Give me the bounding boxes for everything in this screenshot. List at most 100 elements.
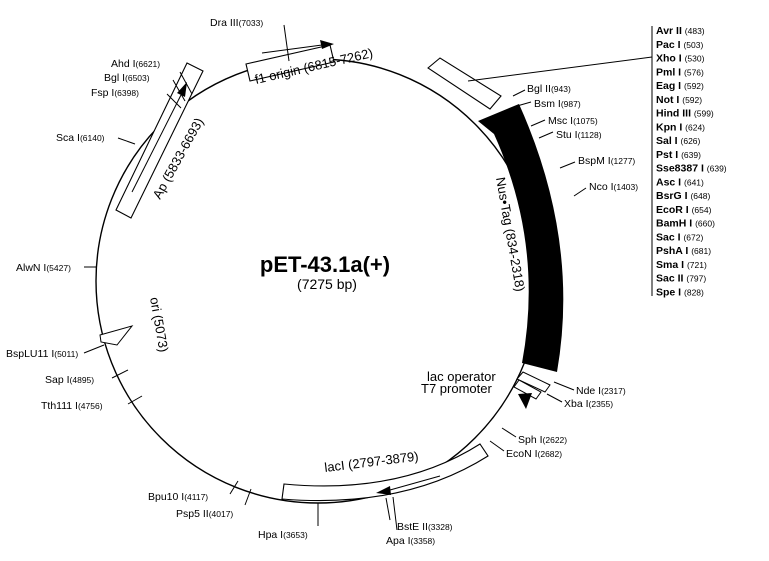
mcs-site-name: Pst I [656,149,681,161]
ap-arrow-line [131,94,182,193]
mcs-site-name: Pac I [656,39,683,51]
mcs-site-label: Pml I (576) [656,66,704,78]
mcs-site-name: Sma I [656,259,687,271]
site-label-tth111-i: Tth111 I(4756) [41,400,103,412]
nus-tag-arrow [478,104,564,372]
plasmid-name: pET-43.1a(+) [260,252,390,277]
mcs-site-name: Asc I [656,176,684,188]
laci-arrow-head [376,486,391,495]
site-label-psp5-ii: Psp5 II(4017) [176,508,233,520]
tick-nco-i [573,187,587,197]
mcs-site-position: (828) [684,287,704,297]
mcs-site-position: (503) [683,40,703,50]
mcs-site-name: PshA I [656,245,691,257]
ori-marker [99,325,134,346]
mcs-site-label: Pac I (503) [656,39,703,51]
site-label-bsplu11-i: BspLU11 I(5011) [6,348,78,360]
f1-arrow-head [320,40,334,49]
mcs-site-position: (592) [684,81,704,91]
mcs-site-label: Pst I (639) [656,149,701,161]
site-label-sph-i: Sph I(2622) [518,434,567,446]
mcs-site-name: EcoR I [656,204,692,216]
mcs-site-position: (530) [685,54,705,64]
site-label-bgl-ii: Bgl II(943) [527,83,571,95]
mcs-connector [467,56,653,82]
tick-bpu10-i [229,480,239,495]
mcs-box [427,57,502,110]
mcs-site-name: Sac I [656,231,683,243]
site-label-stu-i: Stu I(1128) [556,129,602,141]
tick-fsp-i [166,93,182,109]
f1-origin-box [245,44,335,82]
mcs-site-position: (624) [685,122,705,132]
mcs-site-position: (797) [686,274,706,284]
mcs-site-name: Hind III [656,108,694,120]
mcs-site-name: BamH I [656,218,695,230]
mcs-site-name: Avr II [656,25,685,37]
mcs-site-position: (599) [694,109,714,119]
mcs-site-position: (672) [683,232,703,242]
mcs-site-position: (592) [682,95,702,105]
mcs-site-name: BsrG I [656,190,690,202]
mcs-site-position: (641) [684,177,704,187]
tick-psp5-ii [244,488,252,506]
laci-box [281,443,489,502]
mcs-site-label: EcoR I (654) [656,204,712,216]
site-label-nde-i: Nde I(2317) [576,385,626,397]
tick-stu-i [538,131,554,139]
site-label-msc-i: Msc I(1075) [548,115,598,127]
mcs-site-position: (639) [707,164,727,174]
feature-label-ori: ori (5073) [147,296,171,353]
tick-bsplu11-i [83,344,105,354]
tick-econ-i [489,440,505,452]
f1-arrow-line [261,44,323,54]
mcs-site-label: Hind III (599) [656,108,714,120]
mcs-site-name: Not I [656,94,682,106]
lac-operator-box [516,371,551,393]
feature-label-lac-operator: lac operator [427,369,496,384]
tick-msc-i [530,119,546,127]
site-label-dra-iii: Dra III(7033) [210,17,263,29]
mcs-site-position: (639) [681,150,701,160]
site-label-xba-i: Xba I(2355) [564,398,613,410]
mcs-site-list: Avr II (483)Pac I (503)Xho I (530)Pml I … [656,25,727,298]
site-label-econ-i: EcoN I(2682) [506,448,562,460]
site-label-hpa-i: Hpa I(3653) [258,529,308,541]
mcs-site-name: Spe I [656,286,684,298]
tick-ahd-i [179,71,193,95]
mcs-site-label: Sac I (672) [656,231,703,243]
mcs-site-position: (576) [684,67,704,77]
mcs-site-position: (483) [685,26,705,36]
site-ticks [83,24,587,531]
tick-sca-i [117,137,136,145]
site-label-sca-i: Sca I(6140) [56,132,105,144]
site-label-bpu10-i: Bpu10 I(4117) [148,491,208,503]
mcs-site-name: Sac II [656,273,686,285]
mcs-site-label: Spe I (828) [656,286,704,298]
mcs-site-label: Sal I (626) [656,135,701,147]
tick-bste-ii [385,497,391,521]
site-label-bste-ii: BstE II(3328) [397,521,453,533]
mcs-site-name: Sal I [656,135,681,147]
site-label-bspm-i: BspM I(1277) [578,155,635,167]
mcs-site-label: PshA I (681) [656,245,711,257]
tick-apa-i [392,496,398,531]
t7-promoter-arrow [518,393,532,409]
mcs-site-position: (721) [687,260,707,270]
laci-arrow-line [389,475,441,491]
tick-bgl-i [172,79,186,102]
tick-bsm-i [516,101,532,107]
mcs-site-position: (654) [692,205,712,215]
tick-sph-i [501,427,517,438]
tick-bspm-i [559,161,576,169]
ap-box [115,62,204,219]
site-label-apa-i: Apa I(3358) [386,535,435,547]
mcs-site-label: BamH I (660) [656,218,715,230]
tick-sap-i [111,369,129,379]
mcs-site-label: Sma I (721) [656,259,707,271]
mcs-site-label: Not I (592) [656,94,702,106]
site-label-ahd-i: Ahd I(6621) [111,58,160,70]
site-label-nco-i: Nco I(1403) [589,181,638,193]
feature-label-t7-promoter: T7 promoter [421,381,492,396]
